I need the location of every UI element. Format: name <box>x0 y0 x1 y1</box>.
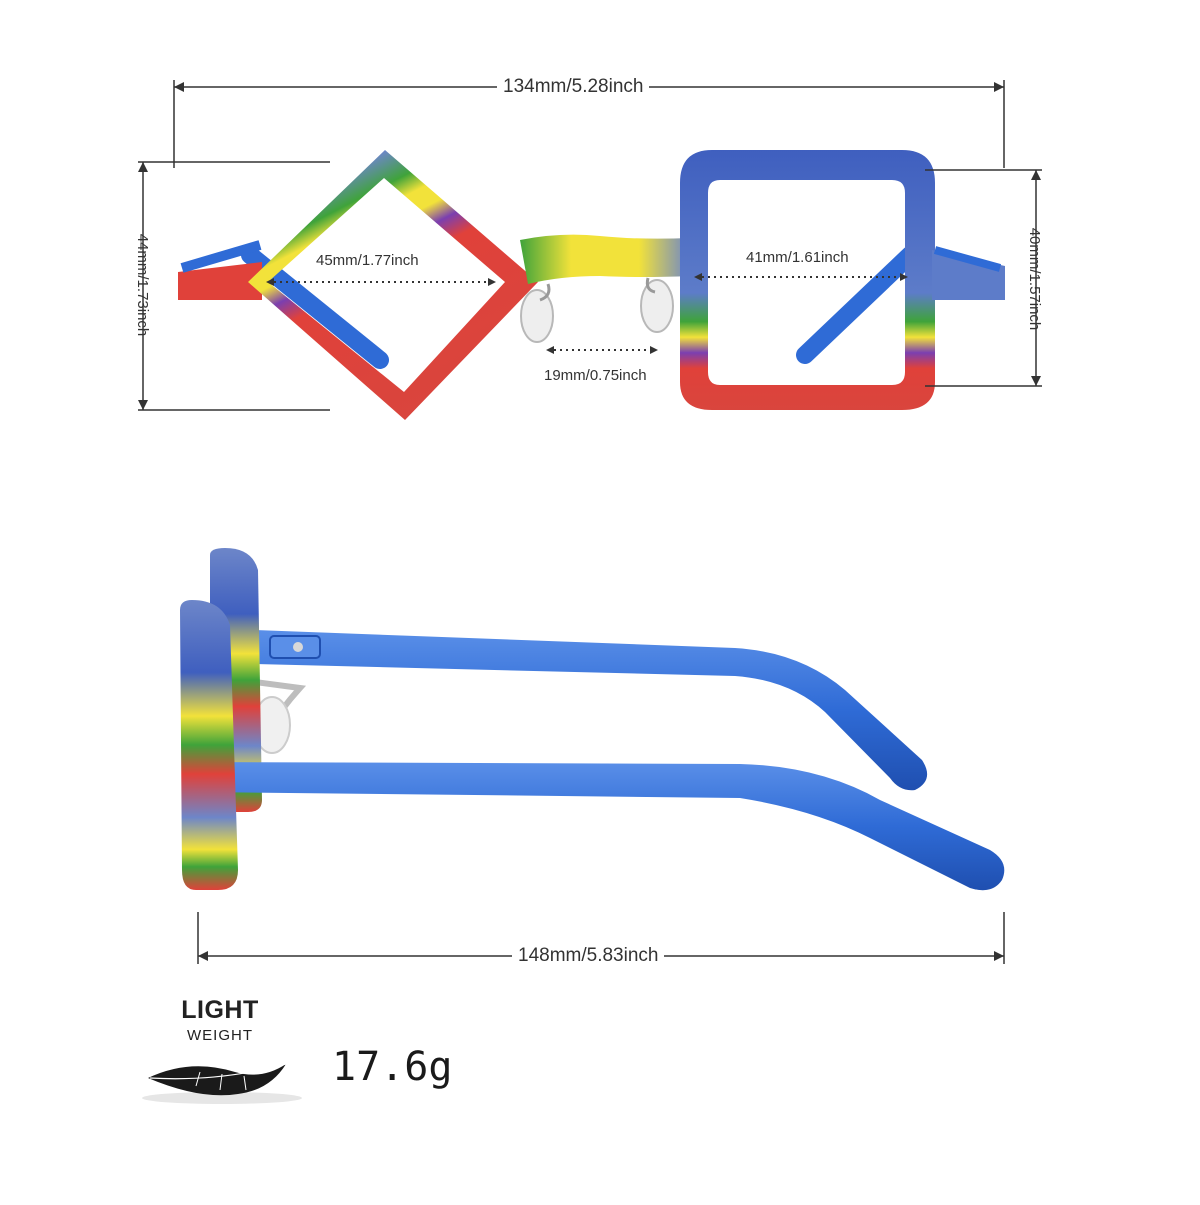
front-view <box>178 150 1005 420</box>
temple-arrow-heads <box>198 951 1004 961</box>
left-hinge <box>180 240 262 273</box>
left-diamond-frame <box>248 150 538 420</box>
arrow-heads <box>138 82 1041 410</box>
right-pad-arm <box>645 277 656 294</box>
side-view <box>180 548 1005 891</box>
left-end-piece <box>178 262 262 300</box>
feather-icon <box>142 1063 302 1104</box>
lower-temple-arm <box>200 762 1005 891</box>
weight-value: 17.6g <box>332 1044 453 1090</box>
total-width-label: 134mm/5.28inch <box>497 75 650 99</box>
right-temple-behind <box>796 246 919 364</box>
upper-temple-arm <box>255 630 928 791</box>
left-height-label: 44mm/1.73inch <box>134 233 151 337</box>
bridge-width-label: 19mm/0.75inch <box>544 367 647 384</box>
temple-length-label: 148mm/5.83inch <box>512 944 665 968</box>
right-hinge <box>933 246 1002 272</box>
dotted-measure-lines <box>268 276 906 351</box>
light-weight-title: LIGHT <box>181 996 259 1024</box>
right-nose-pad <box>640 279 674 333</box>
right-lens-width-label: 41mm/1.61inch <box>746 249 849 266</box>
left-pad-arm <box>539 283 551 302</box>
hinge-screw <box>293 642 303 652</box>
right-square-frame <box>680 150 935 410</box>
right-height-label: 40mm/1.57inch <box>1026 227 1043 331</box>
side-frame-front <box>180 600 238 890</box>
left-lens-width-label: 45mm/1.77inch <box>316 252 419 269</box>
light-weight-subtitle: WEIGHT <box>187 1027 253 1044</box>
left-nose-pad <box>520 289 554 343</box>
bridge <box>520 234 690 284</box>
